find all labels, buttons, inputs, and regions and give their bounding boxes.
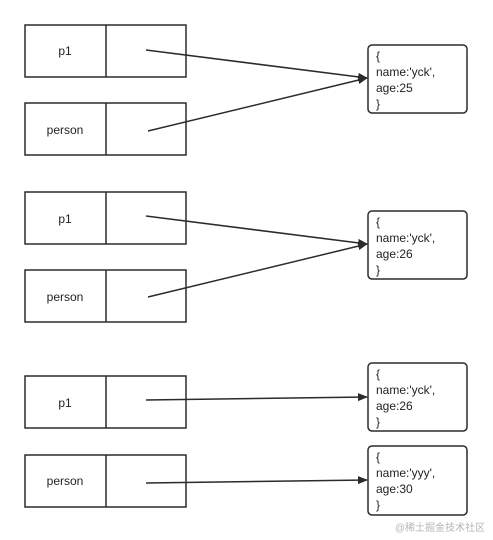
variable-box-p1: p1 — [24, 191, 187, 245]
variable-name-p1: p1 — [58, 212, 72, 226]
object-line-age: age:26 — [376, 247, 413, 261]
variable-name-person: person — [47, 290, 84, 304]
object-line-name: name:'yck', — [376, 231, 435, 245]
reference-arrow-p1 — [145, 215, 368, 247]
object-line-open: { — [376, 49, 380, 63]
object-line-close: } — [376, 415, 380, 429]
object-box-new: { name:'yyy', age:30 } — [367, 445, 468, 516]
scenario-3: p1 person { name:'yck', age:26 } { name:… — [24, 362, 468, 516]
object-line-open: { — [376, 450, 380, 464]
reference-arrow-person — [147, 242, 368, 298]
variable-name-person: person — [47, 123, 84, 137]
object-box-original: { name:'yck', age:26 } — [367, 362, 468, 432]
reference-arrow-p1 — [145, 49, 368, 81]
object-line-open: { — [376, 215, 380, 229]
variable-box-person: person — [24, 102, 187, 156]
object-line-age: age:26 — [376, 399, 413, 413]
reference-arrow-person — [147, 76, 368, 132]
object-line-name: name:'yyy', — [376, 466, 435, 480]
watermark: @稀土掘金技术社区 — [394, 523, 485, 534]
object-line-close: } — [376, 263, 380, 277]
object-line-age: age:30 — [376, 482, 413, 496]
object-box: { name:'yck', age:26 } — [367, 210, 468, 280]
reference-arrow-person — [145, 476, 368, 485]
variable-box-p1: p1 — [24, 24, 187, 78]
object-line-close: } — [376, 498, 380, 512]
variable-name-p1: p1 — [58, 44, 72, 58]
variable-box-person: person — [24, 269, 187, 323]
scenario-1: p1 person { name:'yck', age:25 } — [24, 24, 468, 156]
object-line-open: { — [376, 367, 380, 381]
object-line-name: name:'yck', — [376, 383, 435, 397]
variable-box-p1: p1 — [24, 375, 187, 429]
variable-name-person: person — [47, 474, 84, 488]
object-line-name: name:'yck', — [376, 65, 435, 79]
variable-name-p1: p1 — [58, 396, 72, 410]
variable-box-person: person — [24, 454, 187, 508]
object-line-age: age:25 — [376, 81, 413, 95]
reference-arrow-p1 — [145, 393, 368, 402]
scenario-2: p1 person { name:'yck', age:26 } — [24, 191, 468, 323]
object-box: { name:'yck', age:25 } — [367, 44, 468, 114]
object-line-close: } — [376, 97, 380, 111]
